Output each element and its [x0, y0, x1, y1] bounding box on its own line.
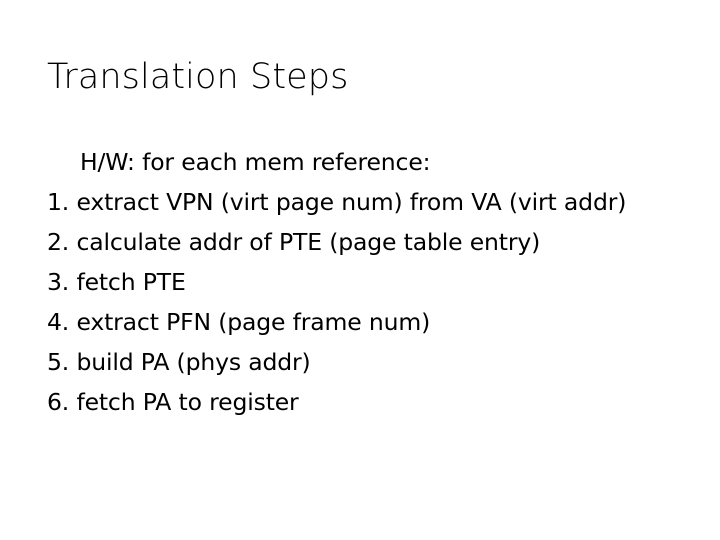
page-title: Translation Steps — [47, 57, 349, 97]
content-body: H/W: for each mem reference: 1. extract … — [47, 142, 687, 422]
body-line-step-6: 6. fetch PA to register — [47, 388, 299, 416]
body-line-step-3: 3. fetch PTE — [47, 268, 186, 296]
body-line-step-1: 1. extract VPN (virt page num) from VA (… — [47, 188, 627, 216]
body-line-intro: H/W: for each mem reference: — [80, 148, 431, 176]
body-line-step-4: 4. extract PFN (page frame num) — [47, 308, 431, 336]
body-line-step-2: 2. calculate addr of PTE (page table ent… — [47, 228, 541, 256]
body-line-step-5: 5. build PA (phys addr) — [47, 348, 311, 376]
